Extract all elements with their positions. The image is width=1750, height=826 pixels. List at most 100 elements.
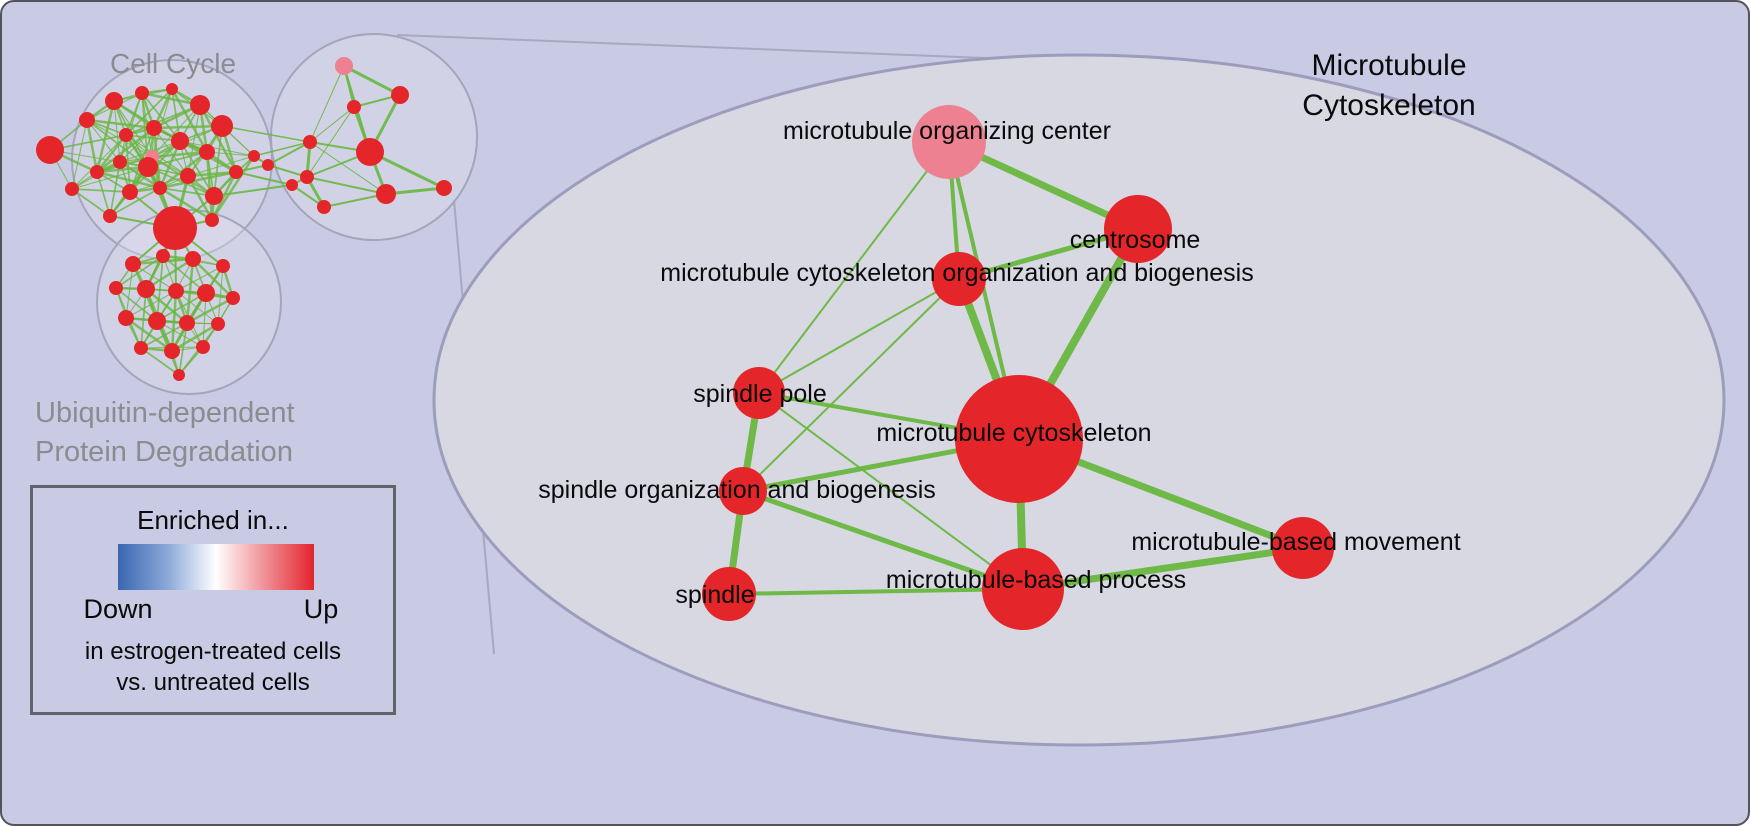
overview-edge <box>179 140 255 157</box>
legend-up-label: Up <box>303 594 339 624</box>
overview-edge <box>253 141 311 157</box>
zoom-title-line2: Cytoskeleton <box>1302 89 1476 122</box>
overview-edge <box>186 175 214 221</box>
overview-edge <box>113 100 121 163</box>
overview-node <box>164 343 180 359</box>
overview-edge <box>306 176 387 195</box>
overview-edge <box>198 104 238 173</box>
overview-edge <box>309 106 355 143</box>
overview-edge <box>210 155 256 221</box>
overview-node <box>179 315 195 331</box>
overview-node <box>65 182 79 196</box>
overview-edge <box>205 151 214 221</box>
zoom-title-line1: Microtubule <box>1311 49 1467 82</box>
zoom-edge <box>728 587 1024 596</box>
overview-edge <box>85 119 99 173</box>
overview-node <box>248 150 260 162</box>
overview-edge <box>115 255 164 289</box>
overview-node <box>90 165 104 179</box>
overview-node <box>36 136 64 164</box>
overview-node <box>153 181 167 195</box>
overview-node <box>122 184 138 200</box>
legend-gradient-bar <box>118 544 314 590</box>
overview-edge <box>147 166 215 197</box>
zoom-node <box>1272 517 1334 579</box>
overview-edge <box>185 258 195 324</box>
overview-edge <box>175 265 224 292</box>
cluster-circle <box>270 33 478 241</box>
overview-edge <box>86 119 153 158</box>
overview-edge <box>71 166 149 190</box>
overview-edge <box>109 187 161 217</box>
overview-node <box>135 86 149 100</box>
overview-node <box>125 256 141 272</box>
overview-node <box>168 283 184 299</box>
ubiquitin-label-line2: Protein Degradation <box>35 436 293 468</box>
zoom-edge <box>742 488 1024 592</box>
zoom-node <box>719 467 767 515</box>
overview-edge <box>323 193 387 208</box>
overview-edge <box>187 155 255 177</box>
overview-node <box>356 138 384 166</box>
overview-edge <box>170 88 209 153</box>
overview-edge <box>140 347 180 376</box>
ubiquitin-label-line1: Ubiquitin-dependent <box>35 397 295 429</box>
overview-edge <box>71 188 111 217</box>
overview-node <box>216 259 230 273</box>
overview-node <box>335 57 353 75</box>
overview-node <box>79 112 95 128</box>
overview-edge <box>86 118 155 130</box>
zoom-node <box>733 367 785 419</box>
overview-node <box>205 213 219 227</box>
overview-node <box>303 135 317 149</box>
overview-edge <box>171 322 219 353</box>
overview-edge <box>147 151 208 168</box>
overview-node <box>391 86 409 104</box>
overview-node <box>118 310 134 326</box>
overview-node <box>190 95 210 115</box>
overview-edge <box>153 127 189 177</box>
overview-node <box>226 291 240 305</box>
overview-edge <box>213 184 293 197</box>
zoom-cluster-title: Microtubule Cytoskeleton <box>1302 46 1475 126</box>
cluster-label-cell-cycle: Cell Cycle <box>110 48 237 79</box>
overview-edge <box>178 322 188 376</box>
zoom-node-label: microtubule-based movement <box>1131 528 1460 556</box>
overview-edge <box>125 263 134 319</box>
overview-node <box>436 180 452 196</box>
legend-title: Enriched in... <box>137 505 289 535</box>
legend-caption-line1: in estrogen-treated cells <box>84 638 342 665</box>
overview-edge <box>235 171 293 186</box>
overview-node <box>119 128 133 142</box>
overview-node <box>199 144 215 160</box>
overview-edge <box>202 292 207 348</box>
zoom-node-label: microtubule organizing center <box>783 117 1111 145</box>
overview-node <box>105 92 123 110</box>
overview-node <box>109 281 123 295</box>
zoom-edge <box>758 141 950 394</box>
overview-edge <box>125 290 177 319</box>
zoom-node-label: spindle <box>675 581 754 609</box>
overview-node <box>153 206 197 250</box>
overview-edge <box>71 188 131 193</box>
zoom-node-label: microtubule cytoskeleton <box>876 419 1151 447</box>
zoom-node-label: microtubule-based process <box>886 566 1186 594</box>
overview-edge <box>96 171 111 217</box>
zoom-node <box>982 548 1064 630</box>
overview-edge <box>187 170 237 178</box>
overview-node <box>376 184 396 204</box>
cluster-label-ubiquitin: Ubiquitin-dependent Protein Degradation <box>35 394 295 472</box>
zoom-edge <box>742 278 960 492</box>
overview-edge <box>192 258 234 299</box>
overview-edge <box>96 134 127 173</box>
overview-node <box>134 341 148 355</box>
overview-edge <box>159 187 215 197</box>
overview-node <box>229 165 243 179</box>
overview-node <box>148 312 166 330</box>
overview-edge <box>309 141 387 195</box>
overview-edge <box>156 292 207 322</box>
zoom-node-label: spindle pole <box>693 380 826 408</box>
overview-node <box>262 159 274 171</box>
overview-node <box>185 251 201 267</box>
